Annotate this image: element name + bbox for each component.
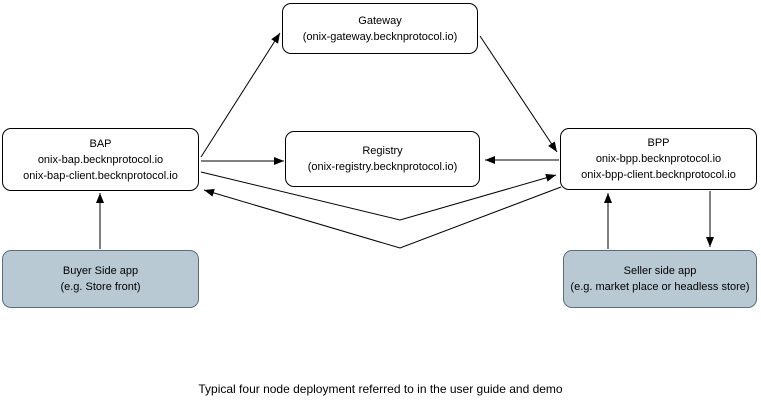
registry-title: Registry (362, 145, 403, 157)
seller-app-example: (e.g. market place or headless store) (570, 281, 750, 293)
node-buyer-app: Buyer Side app (e.g. Store front) (2, 250, 199, 308)
diagram-caption: Typical four node deployment referred to… (198, 382, 563, 396)
bap-title: BAP (89, 137, 112, 150)
node-bap: BAP onix-bap.becknprotocol.io onix-bap-c… (2, 128, 199, 191)
node-gateway: Gateway (onix-gateway.becknprotocol.io) (282, 3, 478, 54)
bpp-client-url: onix-bpp-client.becknprotocol.io (581, 169, 736, 181)
node-seller-app: Seller side app (e.g. market place or he… (563, 250, 757, 308)
bpp-title: BPP (647, 137, 670, 149)
bpp-url: onix-bpp.becknprotocol.io (595, 153, 722, 165)
gateway-title: Gateway (358, 14, 402, 27)
edge-bpp-to-bap (203, 186, 562, 249)
buyer-app-title: Buyer Side app (62, 265, 139, 277)
node-registry: Registry (onix-registry.becknprotocol.io… (285, 131, 480, 187)
registry-url: (onix-registry.becknprotocol.io) (307, 161, 458, 173)
edge-bap-to-gateway (200, 32, 281, 158)
seller-app-title: Seller side app (623, 265, 697, 277)
edge-bap-to-bpp (200, 171, 557, 221)
buyer-app-example: (e.g. Store front) (60, 281, 141, 293)
bap-url: onix-bap.becknprotocol.io (37, 153, 164, 166)
edge-gateway-to-bpp (479, 35, 558, 153)
gateway-url: (onix-gateway.becknprotocol.io) (302, 30, 458, 43)
bap-client-url: onix-bap-client.becknprotocol.io (23, 169, 178, 182)
node-bpp: BPP onix-bpp.becknprotocol.io onix-bpp-c… (560, 128, 757, 190)
